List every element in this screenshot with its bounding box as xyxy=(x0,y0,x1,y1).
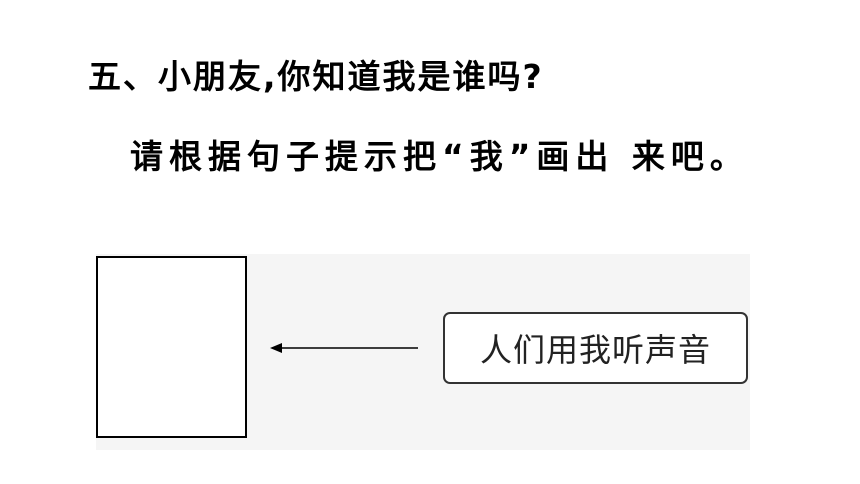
question-title: 五、小朋友,你知道我是谁吗? xyxy=(88,57,544,96)
hint-text: 人们用我听声音 xyxy=(479,331,711,369)
hint-box: 人们用我听声音 xyxy=(443,312,748,384)
left-arrow-icon xyxy=(270,343,418,353)
drawing-box[interactable] xyxy=(96,256,247,438)
question-instruction: 请根据句子提示把“我”画出 来吧。 xyxy=(130,137,749,176)
